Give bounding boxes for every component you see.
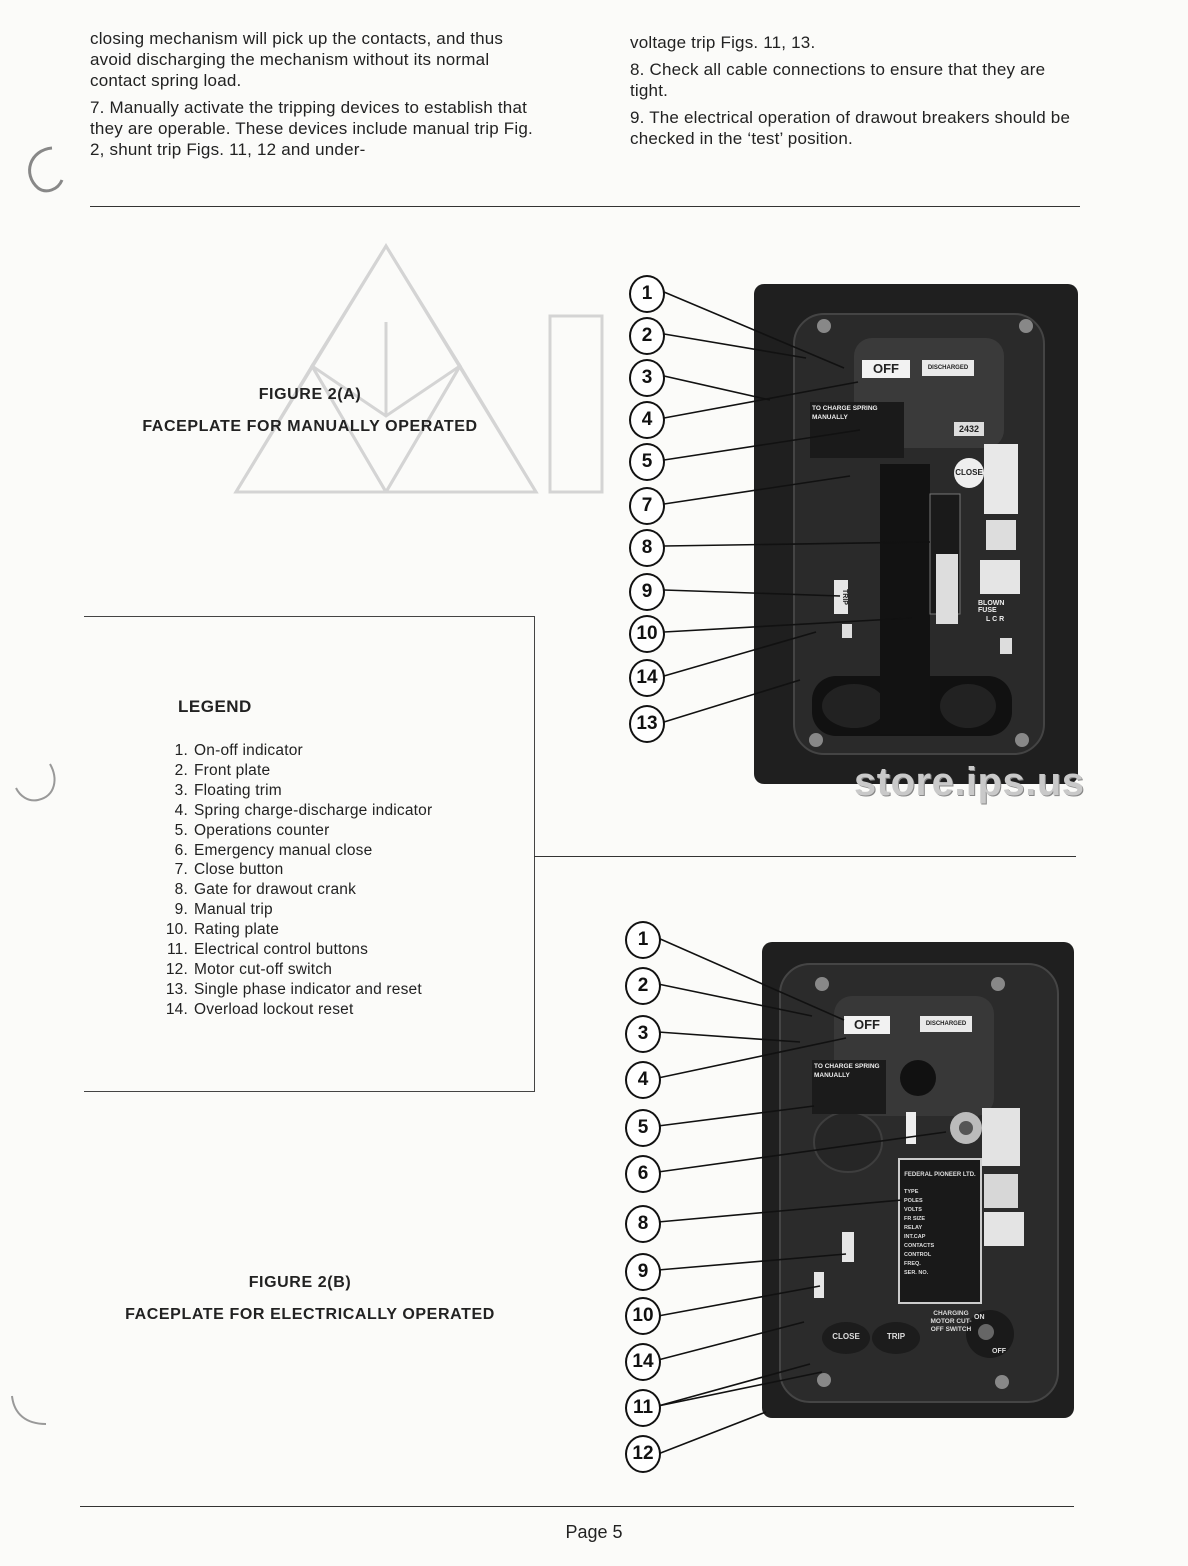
callout-marker: 14 — [629, 659, 665, 697]
left-text-column: closing mechanism will pick up the conta… — [90, 28, 536, 166]
charge-instructions: TO CHARGE SPRING MANUALLY — [812, 1060, 886, 1114]
callout-marker: 11 — [625, 1389, 661, 1427]
callout-marker: 13 — [629, 705, 665, 743]
close-button[interactable]: CLOSE — [832, 1332, 860, 1341]
callout-marker: 10 — [625, 1297, 661, 1335]
callout-marker: 3 — [629, 359, 665, 397]
legend-item: 7.Close button — [174, 861, 284, 879]
legend-item: 4.Spring charge-discharge indicator — [174, 801, 433, 819]
legend-item: 8.Gate for drawout crank — [174, 881, 357, 899]
legend-item: 11.Electrical control buttons — [167, 941, 369, 959]
paragraph: 7. Manually activate the tripping device… — [90, 98, 533, 159]
paragraph: 8. Check all cable connections to ensure… — [630, 60, 1046, 100]
charging-motor-switch-label: CHARGING MOTOR CUT-OFF SWITCH — [930, 1310, 972, 1333]
legend-item: 2.Front plate — [174, 761, 271, 779]
legend-list: 1.On-off indicator 2.Front plate 3.Float… — [156, 741, 526, 1020]
legend-item: 13.Single phase indicator and reset — [165, 980, 422, 998]
faceplate-photo-manual: OFF DISCHARGED TO CHARGE SPRING MANUALLY… — [754, 284, 1078, 784]
right-text-column: voltage trip Figs. 11, 13. 8. Check all … — [630, 32, 1078, 155]
callout-marker: 5 — [625, 1109, 661, 1147]
callout-marker: 3 — [625, 1015, 661, 1053]
legend-item: 3.Floating trim — [174, 781, 282, 799]
callout-marker: 9 — [629, 573, 665, 611]
callout-marker: 6 — [625, 1155, 661, 1193]
callout-marker: 8 — [629, 529, 665, 567]
binder-hole-mark — [11, 1395, 47, 1425]
off-indicator: OFF — [844, 1016, 890, 1034]
discharged-indicator: DISCHARGED — [920, 1016, 972, 1032]
callout-marker: 1 — [625, 921, 661, 959]
figure-a-leaders — [663, 291, 931, 723]
switch-off-label: OFF — [992, 1348, 1006, 1355]
legend-item: 5.Operations counter — [174, 821, 330, 839]
watermark-text: store.ips.us — [854, 760, 1085, 804]
rating-plate: FEDERAL PIONEER LTD. TYPE POLES VOLTS FR… — [898, 1158, 982, 1304]
callout-marker: 4 — [625, 1061, 661, 1099]
callout-marker: 7 — [629, 487, 665, 525]
figure-b-caption: FACEPLATE FOR ELECTRICALLY OPERATED — [125, 1306, 495, 1323]
legend-item: 14.Overload lockout reset — [165, 1000, 354, 1018]
off-indicator: OFF — [862, 360, 910, 378]
figure-a-title: FIGURE 2(A) — [258, 386, 362, 403]
legend-item: 10.Rating plate — [165, 921, 280, 939]
callout-marker: 10 — [629, 615, 665, 653]
callout-marker: 12 — [625, 1435, 661, 1473]
charge-instructions: TO CHARGE SPRING MANUALLY — [810, 402, 904, 458]
manual-trip[interactable]: TRIP — [834, 580, 848, 614]
divider — [534, 856, 1076, 857]
page-number: Page 5 — [565, 1522, 623, 1542]
callout-marker: 2 — [629, 317, 665, 355]
faceplate-photo-electric: OFF DISCHARGED TO CHARGE SPRING MANUALLY… — [762, 942, 1074, 1418]
rating-plate-maker: FEDERAL PIONEER LTD. — [904, 1172, 976, 1178]
callout-marker: 1 — [629, 275, 665, 313]
paragraph: voltage trip Figs. 11, 13. — [630, 33, 816, 52]
callout-marker: 14 — [625, 1343, 661, 1381]
trip-button[interactable]: TRIP — [886, 1332, 906, 1341]
switch-on-label: ON — [974, 1314, 985, 1321]
lcr-label: L C R — [986, 616, 1005, 623]
binder-hole-mark — [28, 146, 64, 193]
callout-marker: 5 — [629, 443, 665, 481]
figure-b-leaders — [657, 937, 947, 1455]
divider — [90, 206, 1080, 207]
legend-item: 1.On-off indicator — [174, 742, 303, 759]
operations-counter: 2432 — [954, 422, 984, 436]
figure-b-title: FIGURE 2(B) — [248, 1274, 352, 1291]
legend-item: 9.Manual trip — [174, 901, 273, 919]
callout-marker: 9 — [625, 1253, 661, 1291]
footer-divider — [80, 1506, 1074, 1507]
paragraph: 9. The electrical operation of drawout b… — [630, 108, 1071, 148]
legend-box: LEGEND 1.On-off indicator 2.Front plate … — [84, 616, 535, 1092]
paragraph: closing mechanism will pick up the conta… — [90, 29, 504, 90]
watermark-logo — [233, 243, 604, 494]
rating-plate-rows: TYPE POLES VOLTS FR SIZE RELAY INT.CAP C… — [904, 1189, 935, 1276]
figure-a-caption: FACEPLATE FOR MANUALLY OPERATED — [142, 418, 478, 435]
callout-marker: 4 — [629, 401, 665, 439]
close-button[interactable]: CLOSE — [954, 458, 984, 488]
blown-fuse-label: BLOWN FUSE — [978, 600, 1005, 614]
discharged-indicator: DISCHARGED — [922, 360, 974, 376]
callout-marker: 8 — [625, 1205, 661, 1243]
callout-marker: 2 — [625, 967, 661, 1005]
legend-item: 6.Emergency manual close — [174, 841, 373, 859]
binder-hole-mark — [15, 763, 56, 802]
legend-item: 12.Motor cut-off switch — [165, 960, 333, 978]
legend-title: LEGEND — [178, 697, 252, 716]
